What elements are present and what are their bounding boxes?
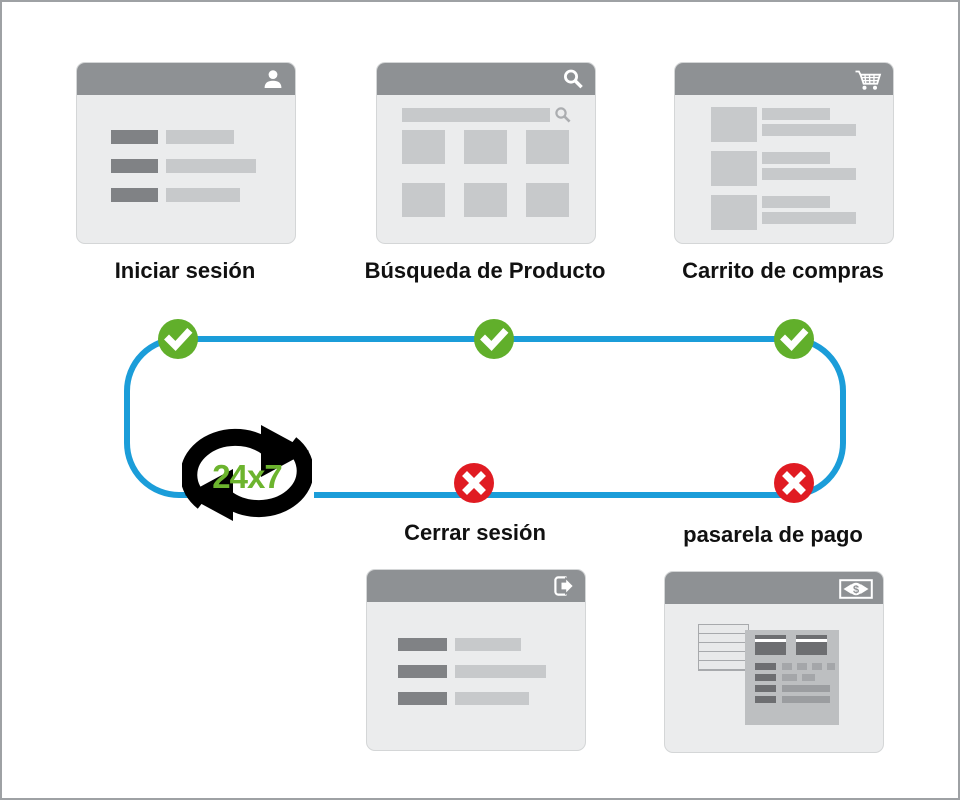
credit-card-option [796, 635, 827, 655]
payment-field [812, 663, 822, 670]
step-label-payment: pasarela de pago [683, 522, 863, 547]
search-icon [564, 69, 583, 89]
user-icon [264, 70, 282, 88]
form-field [166, 188, 240, 202]
form-field [455, 638, 521, 651]
payment-field-label [755, 663, 776, 670]
form-field-label [111, 188, 158, 202]
window-logout [366, 569, 586, 751]
checkpoint-success-icon [474, 319, 514, 359]
window-cart [674, 62, 894, 244]
search-field-icon [555, 107, 571, 123]
logout-icon [554, 576, 575, 596]
cart-item-image [711, 195, 757, 230]
checkpoint-success-icon [774, 319, 814, 359]
step-label-logout: Cerrar sesión [404, 520, 546, 545]
order-summary-table [698, 624, 749, 671]
product-tile [464, 130, 507, 164]
product-tile [402, 183, 445, 217]
window-logout-header [367, 570, 585, 602]
money-icon: $ [839, 579, 873, 599]
payment-field-label [755, 685, 776, 692]
window-login [76, 62, 296, 244]
search-bar [402, 108, 550, 122]
step-label-login: Iniciar sesión [114, 258, 256, 283]
cart-item-image [711, 151, 757, 186]
credit-card-option [755, 635, 786, 655]
window-payment-header: $ [665, 572, 883, 604]
checkpoint-fail-icon [454, 463, 494, 503]
window-login-header [77, 63, 295, 95]
payment-field [802, 674, 815, 681]
checkpoint-success-icon [158, 319, 198, 359]
checkpoint-fail-icon [774, 463, 814, 503]
form-field [166, 159, 256, 173]
cart-item-title [762, 152, 830, 164]
refresh-24x7-icon [182, 425, 312, 521]
badge-24x7: 24x7 [212, 458, 282, 495]
payment-field [827, 663, 835, 670]
product-tile [526, 183, 569, 217]
form-field [455, 665, 546, 678]
window-product-search [376, 62, 596, 244]
form-field-label [398, 665, 447, 678]
form-field-label [398, 638, 447, 651]
payment-field [782, 663, 792, 670]
cart-item-image [711, 107, 757, 142]
window-payment: $ [664, 571, 884, 753]
step-label-cart: Carrito de compras [682, 258, 884, 283]
cart-item-desc [762, 212, 856, 224]
product-tile [526, 130, 569, 164]
form-field-label [111, 159, 158, 173]
cart-item-desc [762, 168, 856, 180]
window-cart-header [675, 63, 893, 95]
product-tile [402, 130, 445, 164]
payment-field [782, 685, 830, 692]
product-grid [402, 130, 569, 217]
payment-field-label [755, 674, 776, 681]
cart-item-desc [762, 124, 856, 136]
payment-field [782, 696, 830, 703]
cart-item-title [762, 196, 830, 208]
form-field-label [398, 692, 447, 705]
payment-field-label [755, 696, 776, 703]
product-tile [464, 183, 507, 217]
cart-icon [855, 70, 882, 90]
payment-form-panel [745, 630, 839, 725]
window-search-header [377, 63, 595, 95]
form-field [166, 130, 234, 144]
cart-item-title [762, 108, 830, 120]
payment-field [797, 663, 807, 670]
form-field [455, 692, 529, 705]
form-field-label [111, 130, 158, 144]
dollar-glyph: $ [853, 584, 859, 596]
payment-field [782, 674, 797, 681]
step-label-product-search: Búsqueda de Producto [364, 258, 606, 283]
